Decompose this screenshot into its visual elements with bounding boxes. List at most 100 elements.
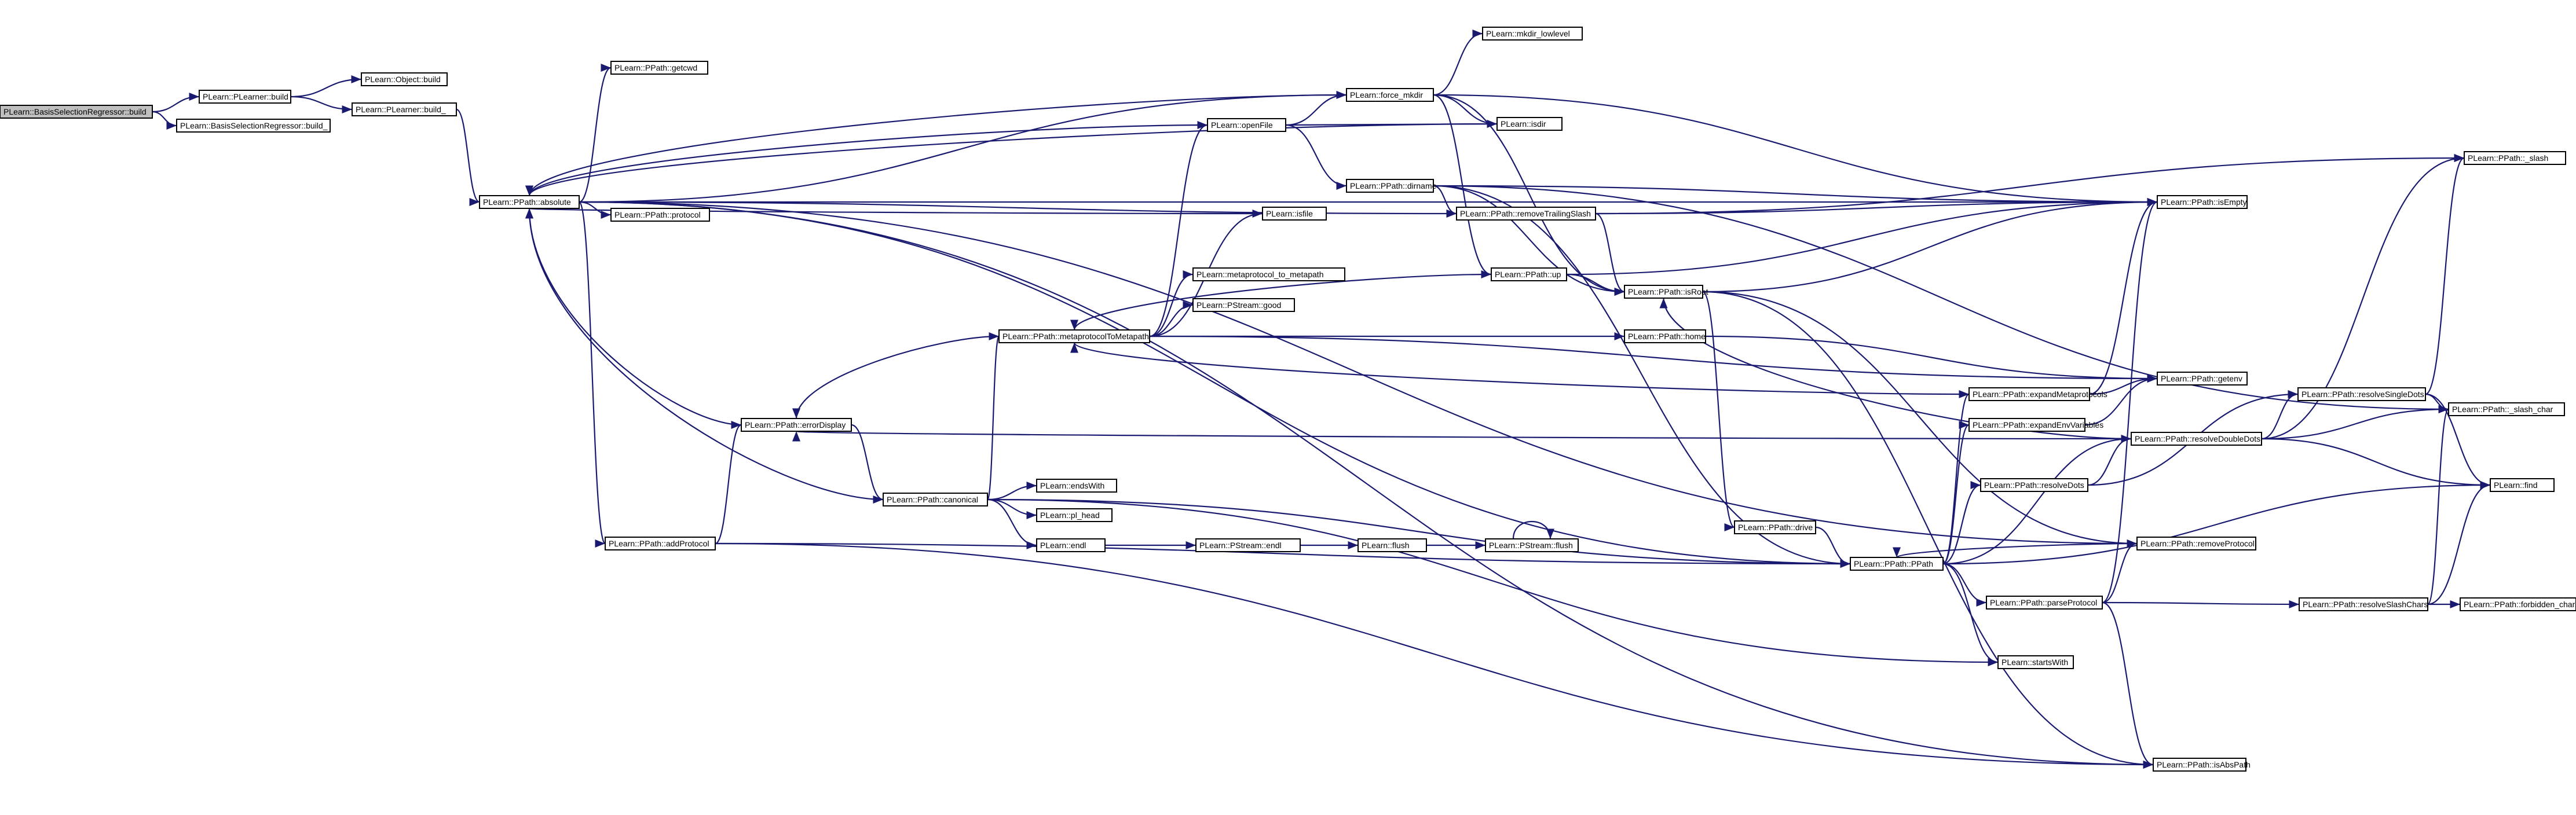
node-box xyxy=(610,208,710,222)
node-n4[interactable]: PLearn::Object::build xyxy=(361,72,448,86)
node-box xyxy=(1346,179,1434,193)
node-n27[interactable]: PLearn::PPath::removeTrailingSlash xyxy=(1456,207,1596,221)
node-box xyxy=(1036,508,1113,522)
edge-n11-n6 xyxy=(525,208,884,501)
edge-n33-n18 xyxy=(1070,342,1970,395)
node-n2[interactable]: PLearn::PLearner::build xyxy=(199,90,291,104)
node-box xyxy=(1262,207,1327,221)
node-n33[interactable]: PLearn::PPath::expandMetaprotocols xyxy=(1968,387,2107,401)
node-label: PLearn::PPath::isAbsPath xyxy=(2157,760,2251,769)
node-n24[interactable]: PLearn::mkdir_lowlevel xyxy=(1482,27,1583,41)
edge-n23-n29 xyxy=(1433,94,1625,296)
edge-n23-n6 xyxy=(525,94,1347,196)
node-n9[interactable]: PLearn::PPath::addProtocol xyxy=(605,537,716,550)
node-n29[interactable]: PLearn::PPath::isRoot xyxy=(1624,285,1708,299)
node-n10[interactable]: PLearn::PPath::errorDisplay xyxy=(741,418,852,432)
node-n28[interactable]: PLearn::PPath::up xyxy=(1491,267,1567,281)
node-box xyxy=(2131,432,2262,446)
edge-n29-n42 xyxy=(1702,291,2138,548)
node-label: PLearn::PPath::_slash_char xyxy=(2452,405,2553,414)
edge-n18-n10 xyxy=(792,335,1000,419)
edge-n27-n29 xyxy=(1595,212,1625,296)
node-n12[interactable]: PLearn::endsWith xyxy=(1036,479,1117,493)
node-n30[interactable]: PLearn::PPath::home xyxy=(1624,329,1706,343)
node-n11[interactable]: PLearn::PPath::canonical xyxy=(883,493,988,506)
node-n38[interactable]: PLearn::PPath::isEmpty xyxy=(2157,195,2248,209)
edge-n23-n28 xyxy=(1433,94,1492,278)
node-n5[interactable]: PLearn::PLearner::build_ xyxy=(352,102,457,116)
node-label: PLearn::Object::build xyxy=(365,75,441,84)
node-box xyxy=(1192,267,1345,281)
node-n44[interactable]: PLearn::PPath::isAbsPath xyxy=(2153,758,2251,772)
node-n21[interactable]: PLearn::metaprotocol_to_metapath xyxy=(1192,267,1345,281)
node-n6[interactable]: PLearn::PPath::absolute xyxy=(479,195,580,209)
node-label: PLearn::PPath::home xyxy=(1628,332,1706,341)
node-n25[interactable]: PLearn::isdir xyxy=(1496,117,1563,131)
node-n45[interactable]: PLearn::PPath::_slash xyxy=(2464,151,2566,165)
node-n37[interactable]: PLearn::startsWith xyxy=(1997,655,2074,669)
edge-n41-n46 xyxy=(2425,393,2449,414)
edge-n18-n39 xyxy=(1149,335,2158,383)
node-box xyxy=(1195,538,1301,552)
node-label: PLearn::PPath::isEmpty xyxy=(2161,197,2247,207)
node-box xyxy=(1346,88,1434,102)
node-n46[interactable]: PLearn::PPath::_slash_char xyxy=(2448,402,2565,416)
node-n43[interactable]: PLearn::PPath::resolveSlashChars xyxy=(2299,597,2428,611)
edge-n6-n32 xyxy=(579,201,1851,568)
node-n8[interactable]: PLearn::PPath::protocol xyxy=(610,208,710,222)
node-n3[interactable]: PLearn::BasisSelectionRegressor::build_ xyxy=(176,119,331,133)
node-n47[interactable]: PLearn::find xyxy=(2490,478,2555,492)
edge-n11-n18 xyxy=(986,332,1000,501)
node-n19[interactable]: PLearn::openFile xyxy=(1207,118,1286,132)
node-n15[interactable]: PLearn::PStream::endl xyxy=(1195,538,1301,552)
node-n41[interactable]: PLearn::PPath::resolveSingleDots xyxy=(2297,387,2426,401)
edge-n11-n32 xyxy=(987,498,1851,568)
edge-n6-n23 xyxy=(579,90,1347,203)
edge-n20-n6 xyxy=(527,207,1263,219)
edge-n9-n32 xyxy=(715,542,1851,568)
node-label: PLearn::find xyxy=(2494,480,2538,490)
node-n23[interactable]: PLearn::force_mkdir xyxy=(1346,88,1434,102)
node-n20[interactable]: PLearn::isfile xyxy=(1262,207,1327,221)
edge-n6-n9 xyxy=(578,201,606,548)
node-n35[interactable]: PLearn::PPath::resolveDots xyxy=(1980,478,2088,492)
edge-n19-n26 xyxy=(1285,124,1347,190)
edge-n6-n42 xyxy=(579,201,2138,548)
node-n48[interactable]: PLearn::PPath::forbidden_chars xyxy=(2460,597,2576,611)
node-n31[interactable]: PLearn::PPath::drive xyxy=(1734,520,1816,534)
nodes-layer: PLearn::BasisSelectionRegressor::buildPL… xyxy=(0,27,2576,772)
node-label: PLearn::PPath::drive xyxy=(1738,523,1813,532)
edge-n19-n6 xyxy=(525,124,1208,196)
node-label: PLearn::PLearner::build_ xyxy=(356,105,446,114)
node-n34[interactable]: PLearn::PPath::expandEnvVariables xyxy=(1968,418,2103,432)
node-label: PLearn::PPath::resolveDots xyxy=(1984,480,2084,490)
edge-n43-n46 xyxy=(2427,405,2450,605)
node-n32[interactable]: PLearn::PPath::PPath xyxy=(1850,557,1944,571)
node-n1[interactable]: PLearn::BasisSelectionRegressor::build xyxy=(0,105,153,119)
node-n36[interactable]: PLearn::PPath::parseProtocol xyxy=(1986,596,2103,610)
node-box xyxy=(2299,597,2428,611)
node-label: PLearn::openFile xyxy=(1211,120,1273,130)
node-n17[interactable]: PLearn::PStream::flush xyxy=(1485,538,1579,552)
node-label: PLearn::endl xyxy=(1040,541,1086,550)
node-n26[interactable]: PLearn::PPath::dirname xyxy=(1346,179,1437,193)
node-label: PLearn::PPath::protocol xyxy=(614,210,701,219)
node-n42[interactable]: PLearn::PPath::removeProtocol xyxy=(2136,537,2256,550)
edge-n40-n46 xyxy=(2261,405,2449,440)
node-n7[interactable]: PLearn::PPath::getcwd xyxy=(610,61,708,75)
edge-n27-n45 xyxy=(1595,153,2465,215)
node-n18[interactable]: PLearn::PPath::metaprotocolToMetapath xyxy=(998,329,1150,343)
node-n40[interactable]: PLearn::PPath::resolveDoubleDots xyxy=(2131,432,2262,446)
node-n22[interactable]: PLearn::PStream::good xyxy=(1192,298,1295,312)
node-n39[interactable]: PLearn::PPath::getenv xyxy=(2157,372,2248,386)
edge-n32-n35 xyxy=(1942,481,1981,565)
node-box xyxy=(1850,557,1944,571)
edge-n23-n24 xyxy=(1433,30,1483,96)
node-label: PLearn::endsWith xyxy=(1040,481,1104,490)
node-n16[interactable]: PLearn::flush xyxy=(1357,538,1427,552)
edge-n36-n43 xyxy=(2102,600,2300,609)
node-box xyxy=(1357,538,1427,552)
node-n13[interactable]: PLearn::pl_head xyxy=(1036,508,1113,522)
node-n14[interactable]: PLearn::endl xyxy=(1036,538,1106,552)
node-label: PLearn::PStream::flush xyxy=(1489,541,1573,550)
